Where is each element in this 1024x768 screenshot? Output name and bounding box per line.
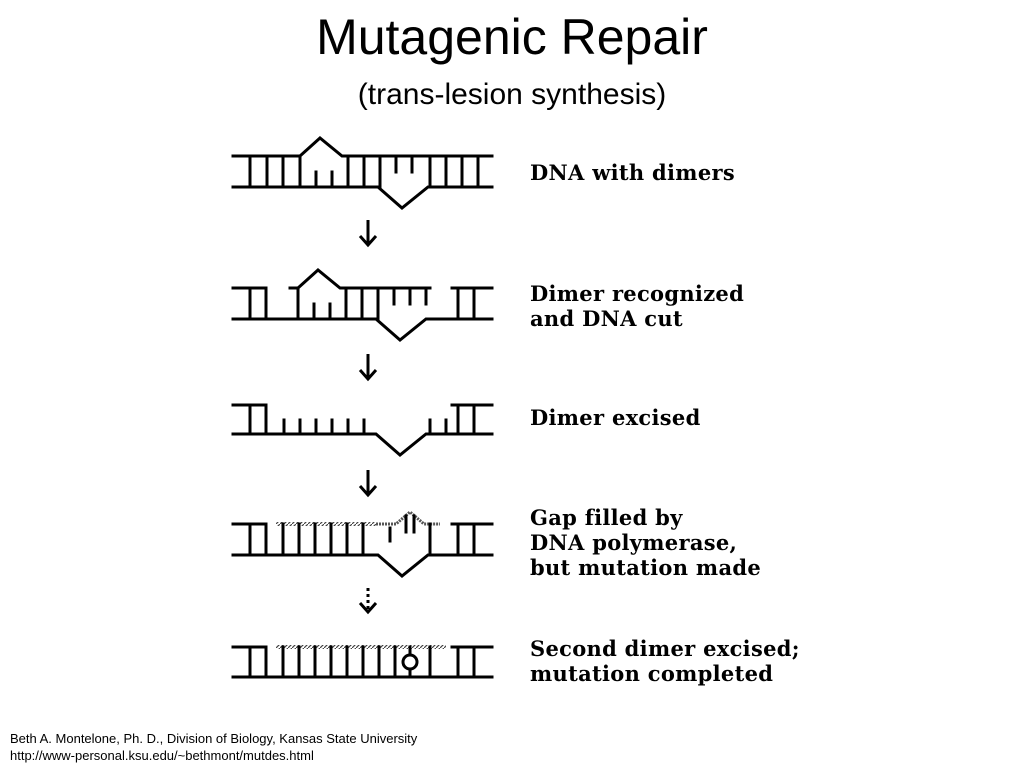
credit-url: http://www-personal.ksu.edu/~bethmont/mu… [10,748,314,763]
step-label-gap-filled: Gap filled by DNA polymerase, but mutati… [530,505,761,580]
slide-subtitle: (trans-lesion synthesis) [357,78,667,111]
arrow-down-icon [358,354,378,382]
step-label-dna-with-dimers: DNA with dimers [530,160,735,185]
mismatch-bulge-icon [401,653,419,671]
dna-step-2 [231,268,494,342]
step-label-dimer-recognized: Dimer recognized and DNA cut [530,281,745,331]
dna-step-3 [231,403,494,457]
arrow-down-icon [358,470,378,498]
step-label-dimer-excised: Dimer excised [530,405,701,430]
slide-title: Mutagenic Repair [316,9,708,65]
dotted-arrow-down-icon [358,588,378,615]
dna-step-4 [231,510,494,578]
step-label-mutation-completed: Second dimer excised; mutation completed [530,636,800,686]
credit-author: Beth A. Montelone, Ph. D., Division of B… [10,731,418,746]
credit: Beth A. Montelone, Ph. D., Division of B… [10,730,417,764]
dna-step-1 [231,136,494,210]
dna-step-5 [231,645,494,679]
arrow-down-icon [358,220,378,248]
